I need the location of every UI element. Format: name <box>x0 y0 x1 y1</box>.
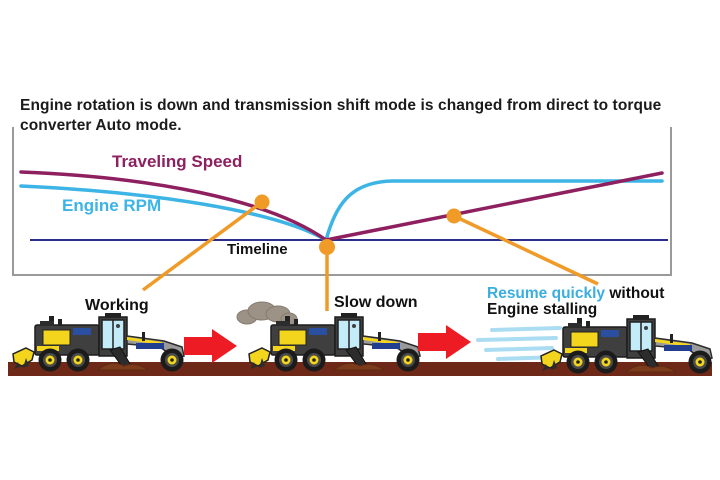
engine-rpm-label: Engine RPM <box>62 196 162 215</box>
resume-label: Resume quickly without Engine stalling <box>487 286 664 318</box>
connector-line-resume <box>453 214 599 286</box>
event-marker-slowdown <box>319 239 335 255</box>
resume-label-highlight: Resume quickly <box>487 285 606 302</box>
arrow-right-icon-1 <box>184 329 237 363</box>
traveling-speed-label: Traveling Speed <box>112 152 243 171</box>
timeline-label: Timeline <box>227 241 288 258</box>
event-marker-working <box>254 194 270 210</box>
heading-text: Engine rotation is down and transmission… <box>20 97 662 134</box>
chart-box-border <box>12 127 672 276</box>
slow-down-label: Slow down <box>334 294 418 311</box>
traveling-speed-curve <box>19 170 664 242</box>
engine-rpm-curve <box>19 179 664 243</box>
arrow-right-icon-2 <box>418 325 471 359</box>
event-marker-resume <box>446 208 462 224</box>
resume-label-rest: without <box>605 285 665 302</box>
connector-line-working <box>141 200 264 292</box>
resume-label-line2: Engine stalling <box>487 301 598 318</box>
working-label: Working <box>85 297 149 314</box>
